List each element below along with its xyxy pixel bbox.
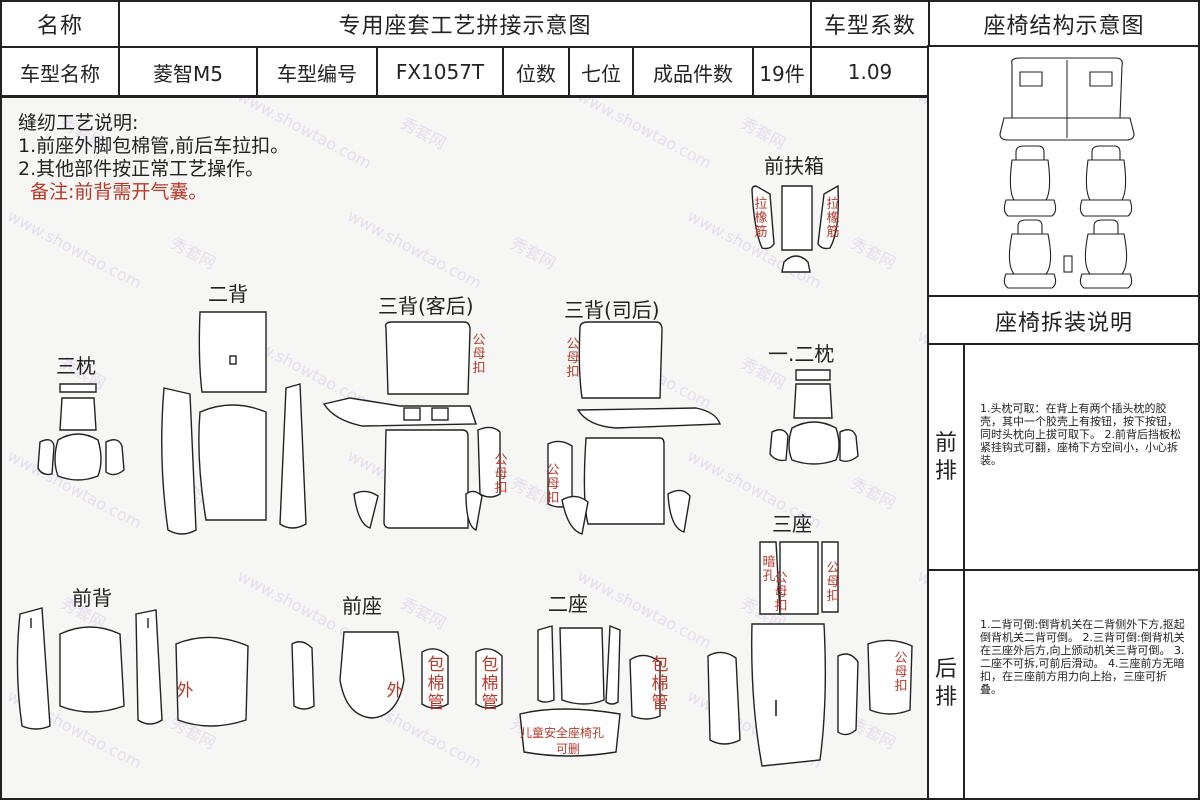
model-name-cell: 菱智M5 xyxy=(118,46,258,98)
note-pull-rib-left: 拉橡筋 xyxy=(754,197,768,240)
third-seat-pieces xyxy=(707,541,913,767)
model-code-cell: FX1057T xyxy=(376,46,504,98)
second-seat-pieces xyxy=(519,624,661,757)
name-label-cell: 名称 xyxy=(0,0,120,48)
structure-title-cell: 座椅结构示意图 xyxy=(928,0,1200,48)
note-buckle-third-seat-right: 公母扣 xyxy=(826,561,840,604)
notes-line-2: 2.其他部件按正常工艺操作。 xyxy=(18,158,265,180)
front-armrest-pieces xyxy=(751,184,840,273)
label-third-back-passenger: 三背(客后) xyxy=(378,294,474,318)
label-front-armrest: 前扶箱 xyxy=(764,154,824,178)
disassembly-title-cell: 座椅拆装说明 xyxy=(928,296,1200,346)
note-buckle-third-seat: 公母扣 xyxy=(774,571,788,614)
model-name-label-cell: 车型名称 xyxy=(0,46,120,98)
model-code-label-cell: 车型编号 xyxy=(256,46,378,98)
note-buckle-third-back-driver-side: 公母扣 xyxy=(546,463,560,506)
rear-row-instructions: 1.二背可倒:倒背机关在二背侧外下方,抠起倒背机关二背可倒。 2.三背可倒:倒背… xyxy=(980,618,1185,696)
label-third-back-driver: 三背(司后) xyxy=(564,298,660,322)
note-piping-front-seat-1: 包棉管 xyxy=(427,655,445,713)
pieces-value: 19件 xyxy=(759,61,805,86)
label-front-seat: 前座 xyxy=(342,594,382,618)
first-second-pillow-pieces xyxy=(769,369,859,465)
note-piping-second-seat: 包棉管 xyxy=(651,655,669,713)
seats-value: 七位 xyxy=(581,61,621,86)
note-child-seat-hole: 儿童安全座椅孔 xyxy=(520,726,605,740)
notes-remark: 备注:前背需开气囊。 xyxy=(30,181,208,203)
front-row-instructions: 1.头枕可取：在背上有两个插头枕的胶壳，其中一个胶壳上有按钮，按下按钮，同时头枕… xyxy=(980,402,1181,467)
third-back-passenger-pieces xyxy=(322,321,501,531)
label-second-seat: 二座 xyxy=(548,592,588,616)
note-buckle-third-back-passenger-side: 公母扣 xyxy=(494,453,508,496)
name-label: 名称 xyxy=(36,14,83,39)
note-buckle-third-back-driver: 公母扣 xyxy=(566,337,580,380)
rear-row-label: 后排 xyxy=(935,657,958,710)
seats-label-cell: 位数 xyxy=(502,46,570,98)
coef-value: 1.09 xyxy=(847,60,893,84)
note-piping-front-seat-2: 包棉管 xyxy=(481,655,499,713)
note-outer-front-seat: 外 xyxy=(386,681,404,701)
front-row-label: 前排 xyxy=(935,431,958,484)
note-removable: 可删 xyxy=(556,742,581,756)
note-buckle-third-back-passenger: 公母扣 xyxy=(472,333,486,376)
pieces-label: 成品件数 xyxy=(653,61,733,86)
notes-line-1: 1.前座外脚包棉管,前后车拉扣。 xyxy=(18,135,290,157)
second-back-pieces xyxy=(161,311,307,535)
label-front-back: 前背 xyxy=(72,586,112,610)
note-buckle-third-seat-side: 公母扣 xyxy=(894,651,908,694)
coef-label-cell: 车型系数 xyxy=(810,0,930,48)
coef-label: 车型系数 xyxy=(823,14,916,39)
page-title: 专用座套工艺拼接示意图 xyxy=(338,14,592,39)
seats-label: 位数 xyxy=(516,61,556,86)
third-pillow-pieces xyxy=(37,383,125,481)
label-third-seat: 三座 xyxy=(772,512,812,536)
third-back-driver-pieces xyxy=(547,321,721,535)
model-code: FX1057T xyxy=(395,60,485,84)
label-second-back: 二背 xyxy=(208,282,248,306)
disassembly-title: 座椅拆装说明 xyxy=(994,311,1133,336)
seats-cell: 七位 xyxy=(568,46,634,98)
notes-title: 缝纫工艺说明: xyxy=(18,112,139,134)
front-seat-pieces xyxy=(291,631,503,719)
structure-title: 座椅结构示意图 xyxy=(983,14,1145,39)
model-name-label: 车型名称 xyxy=(20,61,100,86)
pattern-pieces xyxy=(16,184,913,767)
sewing-notes: 缝纫工艺说明: 1.前座外脚包棉管,前后车拉扣。 2.其他部件按正常工艺操作。 … xyxy=(18,112,289,204)
model-code-label: 车型编号 xyxy=(277,61,357,86)
model-name: 菱智M5 xyxy=(153,61,223,86)
label-third-pillow: 三枕 xyxy=(56,354,96,378)
label-first-second-pillow: 一.二枕 xyxy=(768,342,835,366)
front-back-pieces xyxy=(16,607,249,730)
note-hidden-hole: 暗孔 xyxy=(762,555,776,584)
note-outer-front-back: 外 xyxy=(176,681,194,701)
note-pull-rib-right: 拉橡筋 xyxy=(826,197,840,240)
